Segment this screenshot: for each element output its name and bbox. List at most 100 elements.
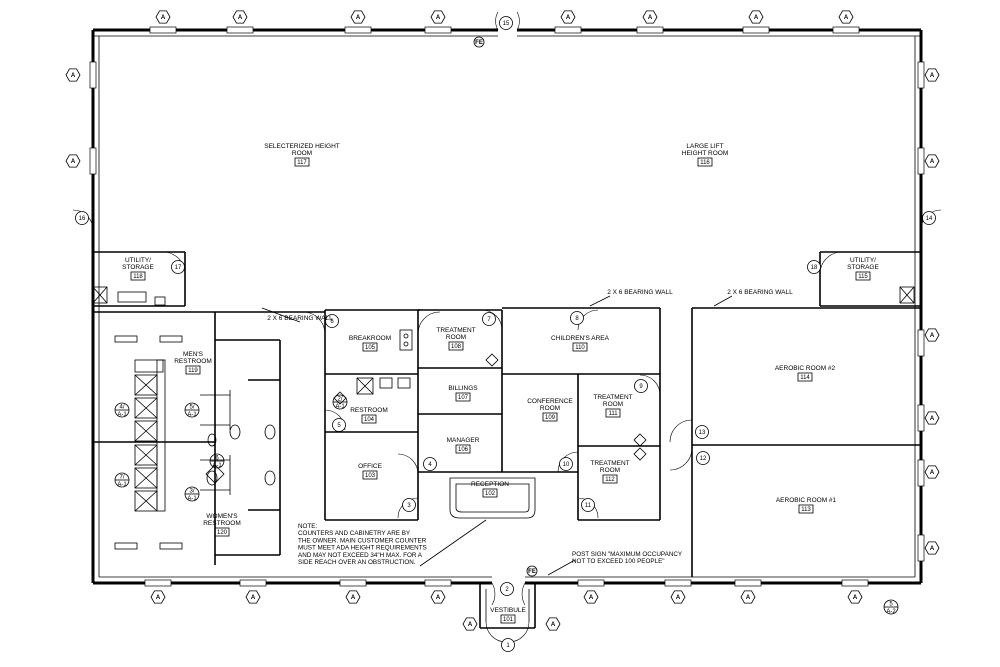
- door-tag: 7: [482, 312, 496, 326]
- room-number: 104: [364, 417, 375, 423]
- room-number: 115: [858, 274, 868, 280]
- room-number: 105: [365, 345, 376, 351]
- room-name: OFFICE: [358, 463, 382, 470]
- room-number-box: [294, 157, 310, 167]
- elevation-sheet: A-1: [187, 496, 197, 502]
- elevation-number: 6: [215, 456, 219, 462]
- elevation-tag: 2/A-1: [332, 394, 348, 410]
- room-name: AEROBIC ROOM #2: [775, 365, 836, 372]
- room-number: 112: [605, 477, 615, 483]
- window-tag: A: [670, 590, 686, 604]
- window-tag: A: [345, 590, 361, 604]
- room-number: 119: [188, 368, 198, 374]
- door-swings: [72, 11, 942, 643]
- door-number: 15: [503, 21, 510, 27]
- note-line: NOTE:: [298, 523, 317, 530]
- window-type: A: [356, 15, 361, 21]
- window-tag: A: [560, 10, 576, 24]
- window-tag: A: [740, 590, 756, 604]
- door-number: 5: [337, 423, 341, 429]
- window-type: A: [930, 73, 935, 79]
- room-number-box: [362, 470, 378, 480]
- room-name: STORAGE: [122, 264, 154, 271]
- room-name: ROOM: [540, 405, 560, 412]
- door-tag: 3: [402, 498, 416, 512]
- door-tag: 13: [695, 425, 709, 439]
- room-name: RESTROOM: [203, 520, 241, 527]
- room-number-box: [797, 372, 813, 382]
- bearing-wall-labels: 2 X 6 BEARING WALL 2 X 6 BEARING WALL 2 …: [261, 289, 793, 323]
- door-number: 2: [505, 587, 509, 593]
- door-number: 6: [330, 319, 334, 325]
- window-type: A: [551, 622, 556, 628]
- window-tag: A: [924, 328, 940, 342]
- fixtures: [92, 286, 915, 550]
- elevation-number: 2/: [337, 397, 342, 403]
- room-number: 117: [297, 160, 307, 166]
- occupancy-line: POST SIGN "MAXIMUM OCCUPANCY: [572, 551, 683, 558]
- room-name: UTILITY/: [850, 257, 876, 264]
- room-number: 101: [503, 617, 514, 623]
- window-type: A: [930, 470, 935, 476]
- door-tag: 2: [500, 582, 514, 596]
- window-tag: A: [245, 590, 261, 604]
- room-name: UTILITY/: [125, 257, 151, 264]
- door-tag: 14: [922, 211, 936, 225]
- room-number-box: [500, 614, 516, 624]
- window-type: A: [468, 622, 473, 628]
- room-name: TREATMENT: [590, 460, 629, 467]
- room-number-box: [185, 365, 201, 375]
- window-type: A: [930, 159, 935, 165]
- window-tag: A: [150, 590, 166, 604]
- room-name: TREATMENT: [436, 327, 475, 334]
- room-name: RECEPTION: [471, 481, 509, 488]
- door-number: 3: [407, 503, 411, 509]
- elevation-number: 5/: [189, 405, 194, 411]
- note-line: THE OWNER. MAIN CUSTOMER COUNTER: [298, 537, 427, 544]
- elevation-sheet: A-2: [886, 609, 896, 615]
- window-type: A: [71, 159, 76, 165]
- room-name: SELECTERIZED HEIGHT: [264, 143, 340, 150]
- fire-extinguisher-markers: FE FE: [473, 36, 538, 577]
- window-tag: A: [545, 617, 561, 631]
- elevation-number: 4/: [119, 405, 124, 411]
- window-type: A: [754, 15, 759, 21]
- room-number: 103: [365, 473, 376, 479]
- room-number-box: [130, 271, 146, 281]
- door-tag: 4: [423, 457, 437, 471]
- room-number-box: [602, 474, 618, 484]
- room-name: CONFERENCE: [527, 398, 573, 405]
- door-number: 13: [699, 430, 706, 436]
- door-tag: 12: [696, 451, 710, 465]
- room-label: RESTROOM 104: [350, 407, 388, 424]
- window-tag: A: [924, 541, 940, 555]
- window-tag: A: [350, 10, 366, 24]
- elevation-tags: 5/A-14/A-13/A-17/A-16A-12/A-15A-2: [114, 394, 899, 615]
- room-name: MANAGER: [447, 437, 480, 444]
- window-tag: A: [232, 10, 248, 24]
- fe-tag-bottom: FE: [528, 569, 536, 575]
- window-tag: A: [462, 617, 478, 631]
- bearing-wall-label-center: 2 X 6 BEARING WALL: [607, 289, 673, 296]
- elevation-sheet: A-1: [187, 412, 197, 418]
- room-number-box: [455, 444, 471, 454]
- window-type: A: [161, 15, 166, 21]
- elevation-tag: 3/A-1: [184, 486, 200, 502]
- fe-tag-top: FE: [475, 40, 483, 46]
- elevation-tag: 4/A-1: [114, 402, 130, 418]
- elevation-sheet: A-1: [117, 482, 127, 488]
- room-name: RESTROOM: [350, 407, 388, 414]
- room-number: 107: [458, 395, 469, 401]
